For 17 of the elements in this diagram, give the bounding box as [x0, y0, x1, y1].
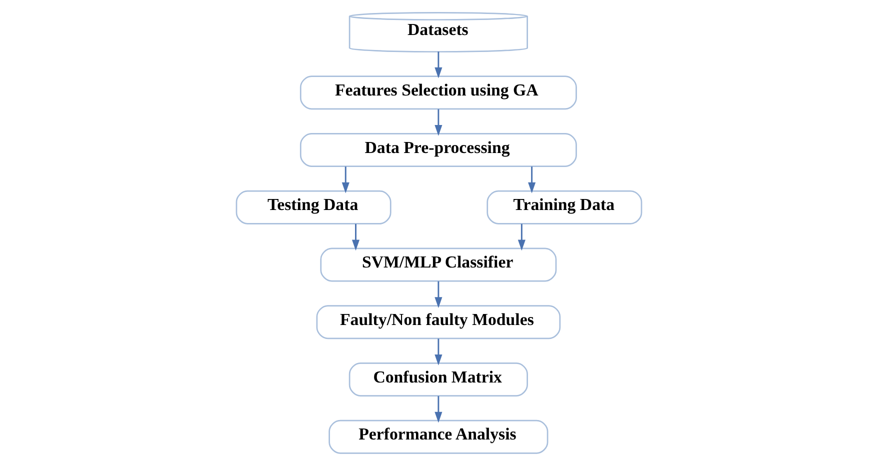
node-box: Features Selection using GA — [299, 76, 576, 110]
node-box: Training Data — [486, 190, 642, 224]
arrow — [341, 166, 349, 194]
arrow — [528, 166, 536, 194]
node-box: SVM/MLP Classifier — [320, 248, 556, 282]
arrow — [517, 224, 525, 251]
arrow — [434, 52, 442, 78]
arrow — [434, 281, 442, 308]
node-box: Performance Analysis — [328, 420, 548, 454]
node-box: Confusion Matrix — [348, 362, 528, 396]
arrow — [434, 396, 442, 423]
node-box: Testing Data — [235, 190, 391, 224]
arrow — [434, 338, 442, 366]
node-box: Data Pre-processing — [299, 132, 576, 167]
node-box: Faulty/Non faulty Modules — [316, 305, 560, 340]
arrow — [351, 224, 360, 251]
arrow — [434, 109, 442, 136]
